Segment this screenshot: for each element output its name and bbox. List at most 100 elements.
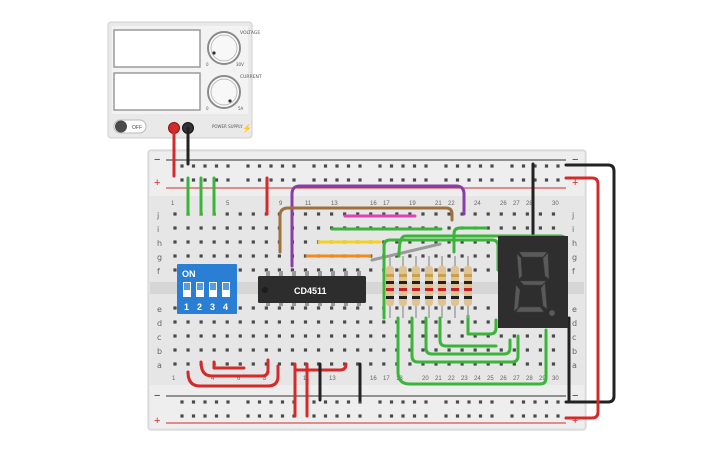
breadboard-hole[interactable] (369, 320, 373, 324)
breadboard-hole[interactable] (434, 254, 438, 258)
breadboard-hole[interactable] (303, 306, 308, 310)
breadboard-hole[interactable] (434, 306, 438, 310)
ic-cd4511[interactable]: CD4511 (258, 271, 366, 306)
breadboard-hole[interactable] (378, 164, 382, 168)
breadboard-hole[interactable] (277, 268, 281, 272)
breadboard-hole[interactable] (382, 348, 386, 352)
breadboard-hole[interactable] (408, 240, 412, 244)
breadboard-hole[interactable] (173, 320, 177, 324)
breadboard-hole[interactable] (238, 254, 242, 258)
breadboard-hole[interactable] (521, 178, 526, 182)
breadboard-hole[interactable] (257, 400, 262, 404)
breadboard-hole[interactable] (303, 334, 308, 338)
wire-green-bottom-2[interactable] (424, 316, 512, 356)
breadboard-hole[interactable] (226, 400, 230, 404)
breadboard-hole[interactable] (486, 320, 490, 324)
breadboard-hole[interactable] (473, 306, 477, 310)
breadboard-hole[interactable] (346, 400, 351, 404)
breadboard-hole[interactable] (421, 254, 425, 258)
breadboard-hole[interactable] (512, 334, 516, 338)
breadboard-hole[interactable] (460, 268, 464, 272)
breadboard-hole[interactable] (512, 226, 516, 230)
breadboard-hole[interactable] (467, 414, 471, 418)
breadboard-hole[interactable] (378, 414, 382, 418)
breadboard-hole[interactable] (212, 320, 216, 324)
breadboard-hole[interactable] (421, 212, 425, 216)
breadboard-hole[interactable] (280, 178, 285, 182)
current-knob[interactable] (207, 75, 241, 109)
breadboard-hole[interactable] (191, 400, 196, 404)
breadboard-hole[interactable] (335, 414, 339, 418)
breadboard-hole[interactable] (292, 164, 296, 168)
breadboard-hole[interactable] (214, 164, 219, 168)
breadboard-hole[interactable] (191, 178, 196, 182)
breadboard-hole[interactable] (544, 164, 549, 168)
breadboard-hole[interactable] (389, 414, 394, 418)
breadboard-hole[interactable] (382, 334, 386, 338)
breadboard-hole[interactable] (316, 226, 321, 230)
wire-green-display-1[interactable] (382, 238, 500, 320)
breadboard-hole[interactable] (335, 400, 339, 404)
breadboard-hole[interactable] (251, 362, 255, 366)
breadboard-hole[interactable] (408, 254, 412, 258)
dip-lever-4[interactable] (223, 283, 229, 290)
breadboard-hole[interactable] (186, 348, 190, 352)
resistor[interactable] (438, 256, 446, 318)
breadboard-hole[interactable] (191, 164, 196, 168)
breadboard-hole[interactable] (292, 178, 296, 182)
breadboard-hole[interactable] (356, 268, 360, 272)
breadboard-hole[interactable] (395, 254, 399, 258)
breadboard-hole[interactable] (478, 164, 483, 168)
breadboard-hole[interactable] (478, 400, 483, 404)
breadboard-hole[interactable] (343, 334, 347, 338)
breadboard-hole[interactable] (356, 334, 360, 338)
breadboard-hole[interactable] (382, 362, 386, 366)
breadboard-hole[interactable] (551, 334, 556, 338)
breadboard-hole[interactable] (251, 348, 255, 352)
breadboard-hole[interactable] (212, 348, 216, 352)
breadboard-hole[interactable] (499, 212, 503, 216)
breadboard-hole[interactable] (499, 226, 503, 230)
breadboard-hole[interactable] (264, 362, 268, 366)
breadboard-hole[interactable] (556, 164, 560, 168)
voltage-knob[interactable] (207, 31, 241, 65)
breadboard-hole[interactable] (312, 178, 316, 182)
breadboard-hole[interactable] (238, 240, 242, 244)
breadboard-hole[interactable] (408, 306, 412, 310)
breadboard-hole[interactable] (447, 362, 451, 366)
breadboard-hole[interactable] (251, 306, 255, 310)
breadboard-hole[interactable] (521, 164, 526, 168)
breadboard-hole[interactable] (499, 334, 503, 338)
breadboard-hole[interactable] (225, 240, 229, 244)
breadboard-hole[interactable] (389, 164, 394, 168)
breadboard-hole[interactable] (290, 268, 295, 272)
breadboard-hole[interactable] (544, 178, 549, 182)
breadboard-hole[interactable] (277, 348, 281, 352)
breadboard-hole[interactable] (290, 362, 295, 366)
breadboard-hole[interactable] (173, 362, 177, 366)
breadboard-hole[interactable] (335, 178, 339, 182)
wire-purple[interactable] (290, 184, 466, 268)
breadboard-hole[interactable] (269, 164, 273, 168)
breadboard-hole[interactable] (214, 400, 219, 404)
breadboard-hole[interactable] (212, 334, 216, 338)
breadboard-hole[interactable] (316, 306, 321, 310)
breadboard-hole[interactable] (225, 334, 229, 338)
breadboard-hole[interactable] (460, 348, 464, 352)
breadboard-hole[interactable] (290, 320, 295, 324)
breadboard-hole[interactable] (303, 268, 308, 272)
breadboard-hole[interactable] (186, 240, 190, 244)
breadboard-hole[interactable] (277, 306, 281, 310)
breadboard-hole[interactable] (290, 348, 295, 352)
breadboard-hole[interactable] (180, 178, 184, 182)
breadboard-hole[interactable] (251, 240, 255, 244)
breadboard-hole[interactable] (434, 240, 438, 244)
breadboard-hole[interactable] (455, 164, 460, 168)
breadboard-hole[interactable] (180, 414, 184, 418)
breadboard-hole[interactable] (444, 414, 448, 418)
breadboard-hole[interactable] (369, 306, 373, 310)
breadboard-hole[interactable] (264, 240, 268, 244)
breadboard-hole[interactable] (330, 212, 334, 216)
breadboard-hole[interactable] (226, 164, 230, 168)
breadboard-hole[interactable] (473, 240, 477, 244)
